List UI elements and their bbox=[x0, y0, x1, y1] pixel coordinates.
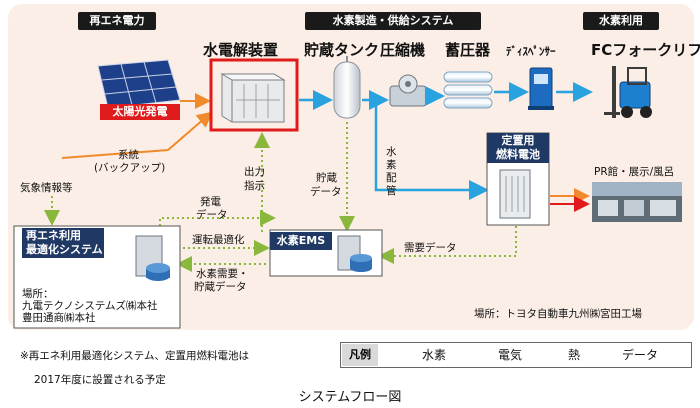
optimizer-server-icon bbox=[135, 235, 170, 281]
dispenser-label: ﾃﾞｨｽﾍﾟﾝｻｰ bbox=[506, 45, 556, 58]
grid-backup-label: (バックアップ) bbox=[94, 162, 166, 174]
output-instruction-label-2: 指示 bbox=[244, 180, 265, 192]
generation-data-label-1: 発電 bbox=[200, 196, 221, 208]
output-instruction-label-1: 出力 bbox=[244, 166, 265, 178]
grid-label: 系統 bbox=[118, 149, 139, 161]
fuel-cell-title: 定置用 燃料電池 bbox=[487, 133, 549, 163]
legend-electricity-label: 電気 bbox=[498, 348, 523, 362]
storage-data-label-1: 貯蔵 bbox=[316, 172, 337, 184]
figure-caption: システムフロー図 bbox=[298, 390, 402, 405]
ems-title-bg bbox=[270, 232, 332, 250]
storage-tank-icon bbox=[333, 56, 361, 119]
section-hydrogen-use: 水素利用 bbox=[583, 12, 659, 30]
hydrogen-pipe-label-1: 水 bbox=[386, 146, 397, 158]
electrolyzer-highlight bbox=[209, 58, 299, 132]
note-line-1: ※再エネ利用最適化システム、定置用燃料電池は bbox=[20, 350, 249, 362]
forklift-label: FCフォークリフト bbox=[591, 41, 700, 59]
fuel-cell-title-1: 定置用 bbox=[501, 134, 535, 147]
forklift-icon bbox=[604, 66, 652, 118]
accumulator-label: 蓄圧器 bbox=[445, 41, 491, 59]
compressor-label: 圧縮機 bbox=[380, 41, 426, 59]
optimizer-location-1: 場所： bbox=[22, 288, 54, 300]
optimizer-location-2: 九電テクノシステムズ㈱本社 bbox=[22, 300, 158, 312]
storage-tank-label: 貯蔵タンク bbox=[304, 41, 380, 59]
optimizer-title: 再エネ利用 最適化システム bbox=[22, 228, 104, 258]
legend bbox=[340, 342, 692, 368]
fuel-cell-title-2: 燃料電池 bbox=[496, 148, 540, 161]
optimizer-title-1: 再エネ利用 bbox=[26, 229, 81, 242]
hydrogen-demand-label-2: 貯蔵データ bbox=[194, 281, 247, 293]
dispenser-icon bbox=[528, 67, 554, 110]
optimizer-title-bg bbox=[22, 228, 104, 258]
ems-title: 水素EMS bbox=[276, 234, 326, 247]
hydrogen-pipe-label-4: 管 bbox=[386, 185, 397, 197]
compressor-icon bbox=[389, 74, 427, 107]
solar-label: 太陽光発電 bbox=[100, 104, 180, 120]
legend-hydrogen-label: 水素 bbox=[422, 348, 447, 362]
hydrogen-demand-label-1: 水素需要・ bbox=[196, 268, 249, 280]
legend-data-label: データ bbox=[622, 348, 659, 362]
note-line-2: 2017年度に設置される予定 bbox=[34, 374, 166, 386]
legend-title: 凡例 bbox=[342, 344, 378, 366]
ems-server-icon bbox=[337, 235, 372, 272]
legend-heat-label: 熱 bbox=[568, 348, 581, 362]
accumulator-icon bbox=[443, 71, 493, 109]
optimizer-title-2: 最適化システム bbox=[26, 243, 103, 256]
fuel-cell-icon bbox=[499, 169, 531, 219]
section-renewable: 再エネ電力 bbox=[78, 12, 156, 30]
electrolyzer-label: 水電解装置 bbox=[203, 41, 279, 59]
weather-label: 気象情報等 bbox=[20, 182, 73, 194]
pr-building-label: PR館・展示/風呂 bbox=[594, 166, 675, 178]
operation-optimization-label: 運転最適化 bbox=[192, 234, 245, 246]
generation-data-label-2: データ bbox=[196, 209, 228, 221]
main-location-label: 場所：トヨタ自動車九州㈱宮田工場 bbox=[474, 308, 642, 320]
solar-panel-icon bbox=[97, 59, 181, 109]
fuel-cell-title-bg bbox=[487, 133, 549, 163]
optimizer-location-3: 豊田通商㈱本社 bbox=[22, 312, 96, 324]
hydrogen-pipe-label-3: 配 bbox=[386, 172, 397, 184]
demand-data-label: 需要データ bbox=[404, 242, 457, 254]
hydrogen-pipe-label-2: 素 bbox=[386, 159, 397, 171]
storage-data-label-2: データ bbox=[310, 186, 342, 198]
pr-building-image bbox=[592, 182, 682, 222]
electrolyzer-icon bbox=[220, 73, 286, 123]
section-hydrogen-system: 水素製造・供給システム bbox=[305, 12, 481, 30]
